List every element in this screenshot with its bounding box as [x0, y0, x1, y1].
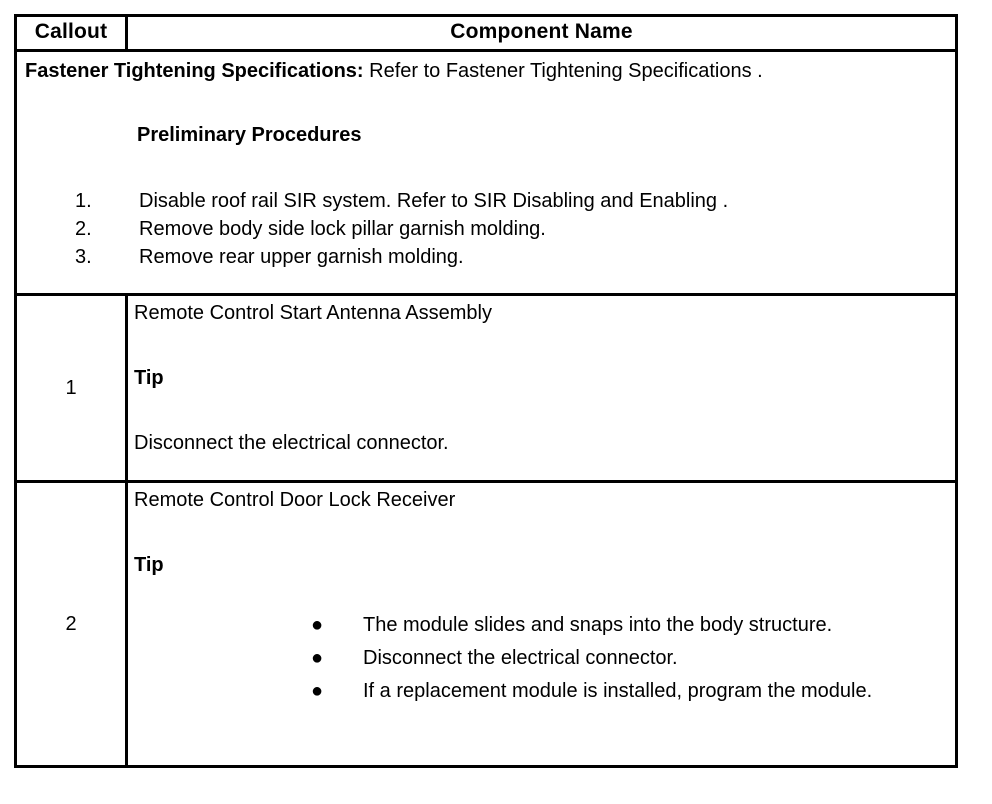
list-item: 1. Disable roof rail SIR system. Refer t…: [25, 187, 947, 215]
list-item-number: 1.: [75, 190, 92, 212]
tip-label: Tip: [134, 367, 164, 389]
table-row: 2 Remote Control Door Lock Receiver Tip …: [14, 480, 958, 768]
list-item-text: If a replacement module is installed, pr…: [363, 680, 873, 702]
list-item-text: Remove body side lock pillar garnish mol…: [139, 218, 546, 240]
tip-bullet-list: ● The module slides and snaps into the b…: [134, 609, 949, 708]
fastener-tightening-label: Fastener Tightening Specifications:: [25, 60, 364, 82]
tip-label: Tip: [134, 554, 164, 576]
list-item-text: Remove rear upper garnish molding.: [139, 246, 464, 268]
list-item: 2. Remove body side lock pillar garnish …: [25, 215, 947, 243]
column-header-component-name: Component Name: [125, 14, 958, 52]
component-title: Remote Control Door Lock Receiver: [134, 489, 456, 511]
bullet-icon: ●: [311, 680, 324, 702]
fastener-tightening-text: Refer to Fastener Tightening Specificati…: [363, 60, 763, 82]
list-item: ● If a replacement module is installed, …: [134, 675, 949, 708]
preliminary-procedures-list: 1. Disable roof rail SIR system. Refer t…: [25, 187, 947, 271]
column-header-callout: Callout: [14, 14, 128, 52]
component-callout-table: Callout Component Name Fastener Tighteni…: [14, 14, 958, 768]
preliminary-procedures-heading: Preliminary Procedures: [137, 124, 362, 146]
component-detail-cell: Remote Control Start Antenna Assembly Ti…: [125, 293, 958, 483]
callout-number: 1: [14, 293, 128, 483]
fastener-tightening-line: Fastener Tightening Specifications: Refe…: [25, 58, 947, 84]
component-title: Remote Control Start Antenna Assembly: [134, 302, 492, 324]
list-item-number: 3.: [75, 246, 92, 268]
table-row: 1 Remote Control Start Antenna Assembly …: [14, 293, 958, 483]
list-item-text: Disable roof rail SIR system. Refer to S…: [139, 190, 729, 212]
preliminary-procedures-row: Fastener Tightening Specifications: Refe…: [14, 49, 958, 296]
list-item: ● Disconnect the electrical connector.: [134, 642, 949, 675]
preliminary-procedures-cell: Fastener Tightening Specifications: Refe…: [14, 49, 958, 296]
table-header-row: Callout Component Name: [14, 14, 958, 52]
list-item: 3. Remove rear upper garnish molding.: [25, 243, 947, 271]
component-detail-cell: Remote Control Door Lock Receiver Tip ● …: [125, 480, 958, 768]
bullet-icon: ●: [311, 647, 324, 669]
list-item-text: The module slides and snaps into the bod…: [363, 614, 833, 636]
tip-text: Disconnect the electrical connector.: [134, 432, 449, 454]
list-item: ● The module slides and snaps into the b…: [134, 609, 949, 642]
list-item-text: Disconnect the electrical connector.: [363, 647, 678, 669]
list-item-number: 2.: [75, 218, 92, 240]
bullet-icon: ●: [311, 614, 324, 636]
callout-number: 2: [14, 480, 128, 768]
